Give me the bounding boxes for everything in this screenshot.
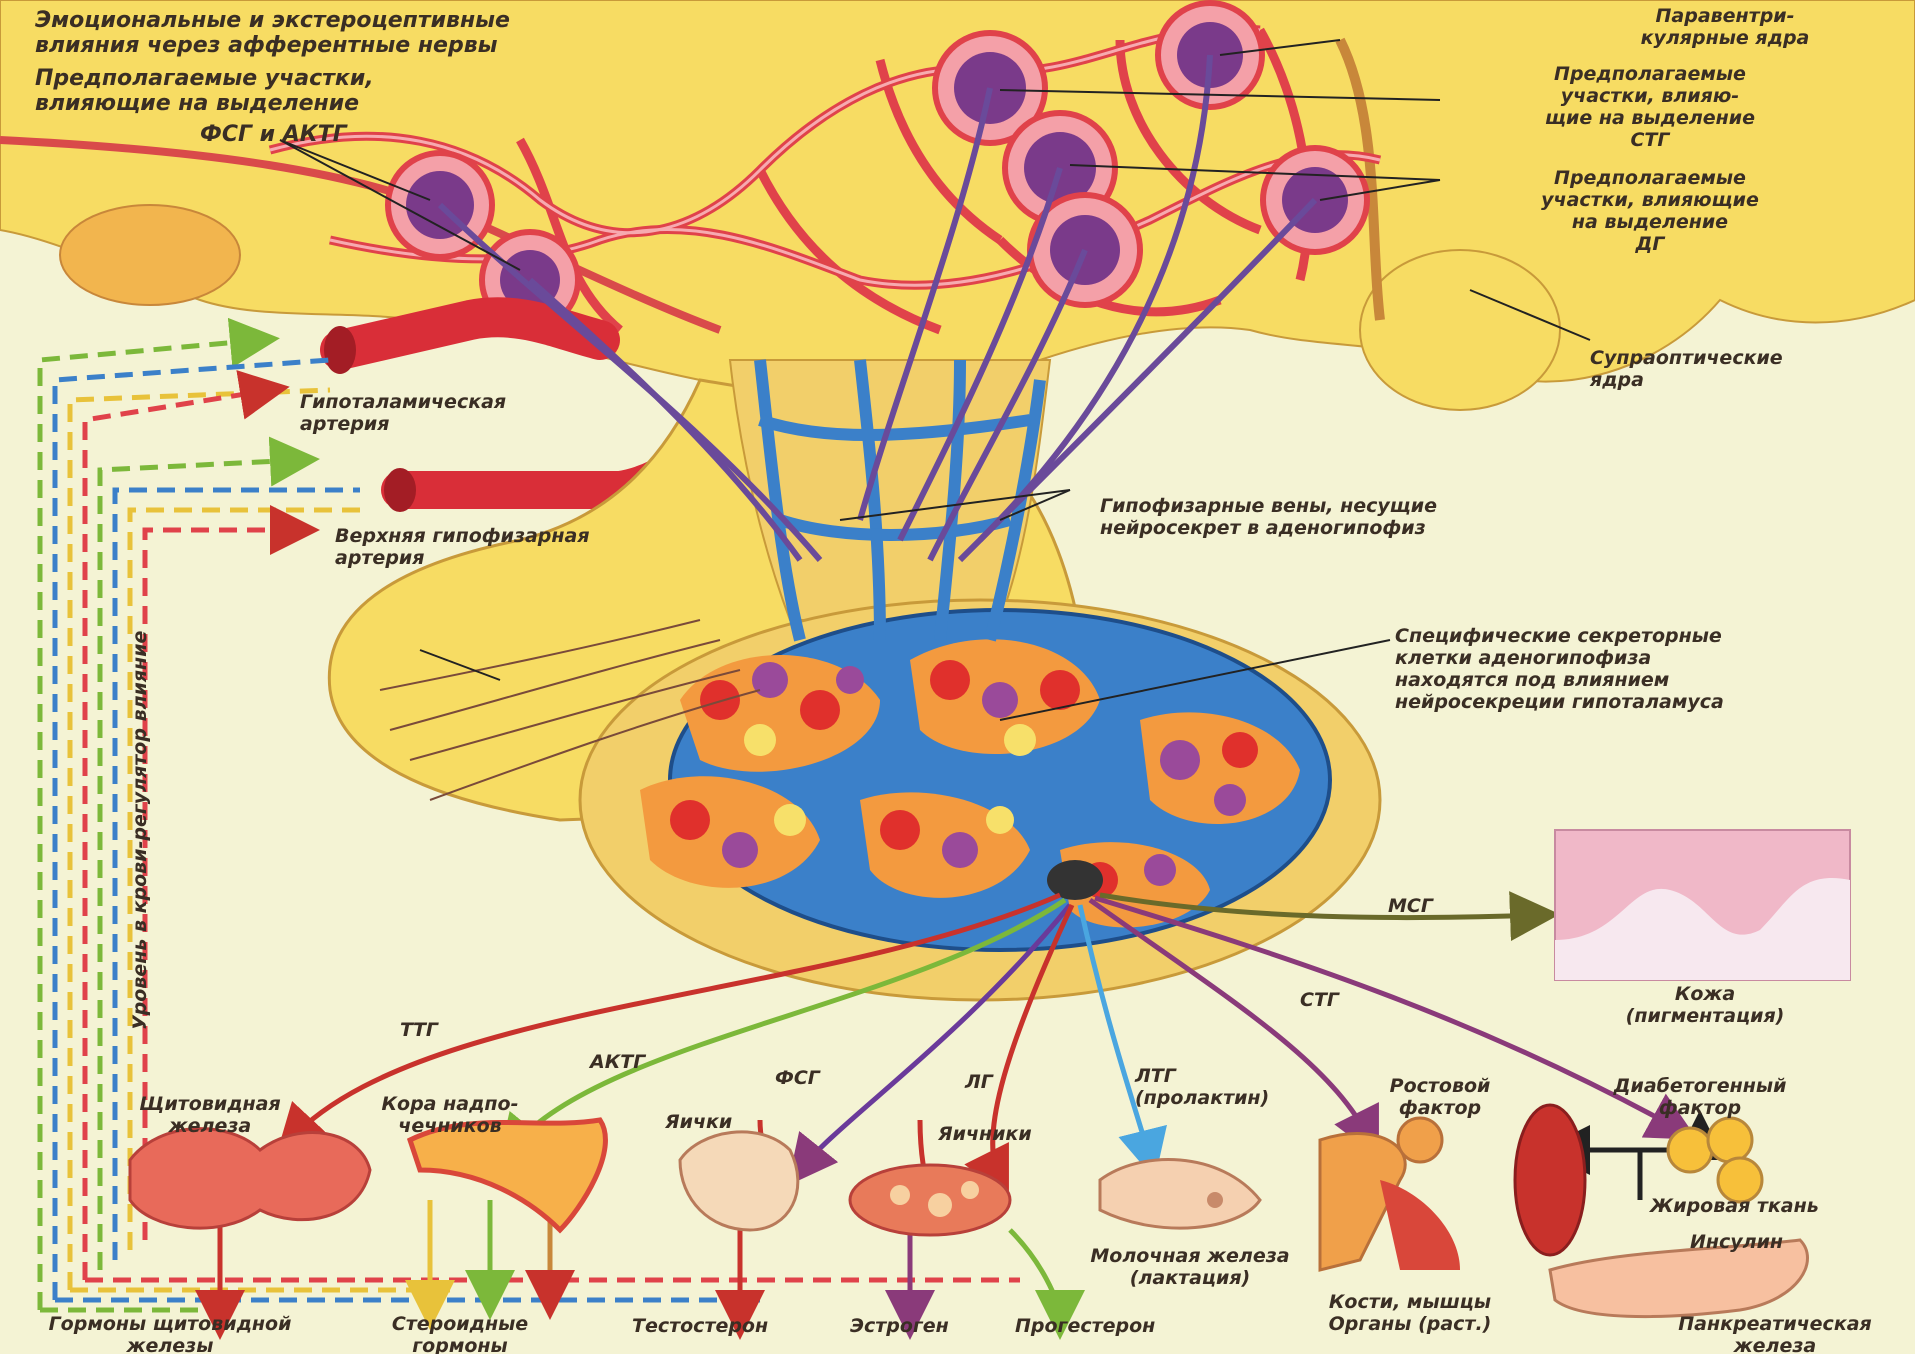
adipose-tissue (1668, 1118, 1762, 1202)
mammillary-lobe (60, 205, 240, 305)
acth-hormone-label: АКТГ (590, 1052, 645, 1074)
presumed-dg-sites-label: Предполагаемые участки, влияющие на выде… (1440, 168, 1860, 255)
ltg-prolactin-label: ЛТГ (пролактин) (1135, 1066, 1355, 1110)
portal-veins-label: Гипофизарные вены, несущие нейросекрет в… (1100, 496, 1660, 540)
mammary-gland (1100, 1160, 1260, 1229)
supraoptic-nuclei-label: Супраоптические ядра (1590, 348, 1910, 392)
paraventricular-nuclei-label: Паравентри- кулярные ядра (1590, 6, 1860, 50)
diabetogenic-factor-label: Диабетогенный фактор (1580, 1076, 1820, 1120)
testis (680, 1132, 798, 1230)
superior-hypophyseal-artery-label: Верхняя гипофизарная артерия (335, 526, 755, 570)
thyroid-hormones-output-label: Гормоны щитовидной железы (20, 1314, 320, 1354)
emotional-influences-label: Эмоциональные и экстероцептивные влияния… (35, 8, 855, 59)
ovaries-label: Яичники (938, 1124, 1032, 1146)
testosterone-output-label: Тестостерон (632, 1316, 768, 1338)
adrenal-cortex-label: Кора надпо- чечников (355, 1094, 545, 1138)
ovary (850, 1165, 1010, 1235)
estrogen-output-label: Эстроген (850, 1316, 949, 1338)
thyroid-gland-label: Щитовидная железа (110, 1094, 310, 1138)
adipose-tissue-label: Жировая ткань (1650, 1196, 1910, 1218)
bone-muscle (1320, 1118, 1460, 1270)
msg-hormone-label: МСГ (1388, 896, 1433, 918)
ttg-hormone-label: ТТГ (400, 1020, 438, 1042)
muscle (1515, 1105, 1585, 1255)
secretory-cells-label: Специфические секреторные клетки аденоги… (1395, 626, 1905, 713)
blood-level-regulator-label: Уровень в крови-регулятор влияние (130, 631, 152, 1030)
supraoptic-lobe (1360, 250, 1560, 410)
outflow-vessel (1047, 860, 1103, 900)
hypothalamic-artery (324, 317, 600, 374)
presumed-fsh-sites-label: Предполагаемые участки, влияющие на выде… (35, 66, 655, 117)
insulin-label: Инсулин (1690, 1232, 1783, 1254)
progesterone-output-label: Прогестерон (1015, 1316, 1155, 1338)
testes-label: Яички (665, 1112, 732, 1134)
growth-factor-label: Ростовой фактор (1360, 1076, 1520, 1120)
thyroid-gland (130, 1129, 370, 1228)
presumed-stg-sites-label: Предполагаемые участки, влияю- щие на вы… (1440, 64, 1860, 151)
bones-muscles-label: Кости, мышцы Органы (раст.) (1300, 1292, 1520, 1336)
mammary-gland-label: Молочная железа (лактация) (1060, 1246, 1320, 1290)
pancreas-label: Панкреатическая железа (1640, 1314, 1910, 1354)
stg-hormone-label: СТГ (1300, 990, 1339, 1012)
skin-sample (1555, 830, 1850, 980)
fsh-acth-label: ФСГ и АКТГ (200, 122, 347, 147)
hypothalamic-artery-label: Гипоталамическая артерия (300, 392, 650, 436)
skin-pigmentation-label: Кожа (пигментация) (1560, 984, 1850, 1028)
lg-hormone-label: ЛГ (965, 1072, 993, 1094)
steroid-hormones-output-label: Стероидные гормоны (360, 1314, 560, 1354)
fsh-hormone-label: ФСГ (775, 1068, 820, 1090)
